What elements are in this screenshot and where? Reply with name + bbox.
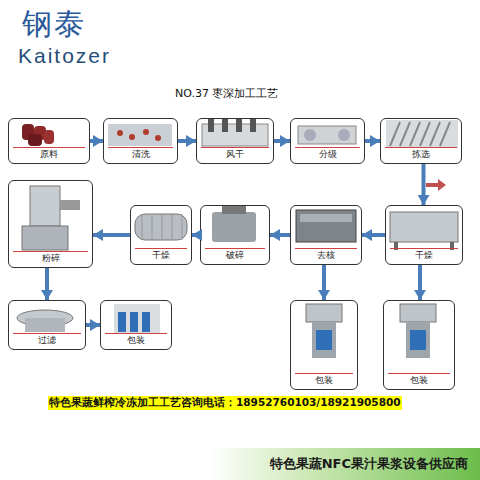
step-label: 拣选 [385, 147, 457, 160]
arrow-line [274, 139, 290, 143]
supplier-banner: 特色果蔬NFC果汁果浆设备供应商 [210, 448, 480, 480]
step-label: 粉碎 [13, 251, 88, 264]
arrow-line [422, 164, 426, 205]
flow-arrow [365, 141, 380, 142]
sieve [17, 310, 73, 332]
grader [298, 126, 356, 144]
sorter [386, 120, 458, 148]
arrow-line [362, 233, 385, 237]
flow-arrow [423, 164, 424, 205]
arrow-line [45, 268, 49, 300]
arrow-line [270, 233, 290, 237]
arrow-line [365, 139, 380, 143]
flow-arrow [274, 141, 290, 142]
arrow-line [93, 233, 130, 237]
arrow-line [86, 323, 100, 327]
arrow-line [90, 139, 103, 143]
process-box: 破碎 [200, 205, 270, 265]
process-box: 包装 [383, 300, 455, 390]
flow-arrow [93, 235, 130, 236]
diagram-title: NO.37 枣深加工工艺 [175, 86, 278, 101]
step-label: 包装 [295, 373, 353, 386]
dryer-belt [390, 212, 458, 250]
flow-arrow [324, 265, 325, 300]
process-box: 拣选 [380, 118, 462, 164]
step-label: 过滤 [13, 333, 81, 346]
air-dryer [202, 118, 268, 146]
process-box: 风干 [196, 118, 274, 164]
pitter-tank [296, 210, 356, 242]
drum-dryer [135, 214, 187, 240]
banner-text: 特色果蔬NFC果汁果浆设备供应商 [270, 455, 468, 473]
step-label: 干燥 [390, 248, 458, 261]
process-box: 包装 [290, 300, 358, 390]
flow-arrow [192, 235, 200, 236]
flow-arrow [178, 141, 196, 142]
arrow-line [178, 139, 196, 143]
step-label: 干燥 [135, 248, 187, 261]
packing-machine [306, 304, 342, 358]
red-arrow [426, 179, 446, 191]
flow-arrow [90, 141, 103, 142]
arrow-line [322, 265, 326, 300]
arrow-line [192, 233, 200, 237]
step-label: 破碎 [205, 248, 265, 261]
flow-arrow [362, 235, 385, 236]
process-box: 粉碎 [8, 180, 93, 268]
step-label: 包装 [105, 333, 167, 346]
process-box: 原料 [8, 118, 90, 164]
contact-note: 特色果蔬鲜榨冷冻加工工艺咨询电话：18952760103/18921905800 [48, 396, 402, 410]
step-label: 去核 [295, 248, 357, 261]
packing-machine [400, 304, 436, 358]
process-box: 包装 [100, 300, 172, 350]
process-box: 清洗 [103, 118, 178, 164]
flow-arrow [270, 235, 290, 236]
bottle-packer [114, 304, 160, 334]
pulverizer [22, 186, 80, 250]
brand-logo: 钢泰 [22, 4, 86, 45]
arrow-line [418, 265, 422, 300]
step-label: 清洗 [108, 147, 173, 160]
step-label: 原料 [13, 147, 85, 160]
step-label: 包装 [388, 373, 450, 386]
flow-arrow [420, 265, 421, 300]
process-box: 干燥 [130, 205, 192, 265]
raw-dates [22, 124, 54, 146]
process-box: 干燥 [385, 205, 463, 265]
process-box: 过滤 [8, 300, 86, 350]
process-box: 去核 [290, 205, 362, 265]
brand-name: Kaitozer [18, 44, 111, 68]
washer [108, 124, 172, 146]
crusher [212, 206, 256, 242]
flow-arrow [47, 268, 48, 300]
flow-arrow [86, 325, 100, 326]
step-label: 风干 [201, 147, 269, 160]
step-label: 分级 [295, 147, 360, 160]
process-box: 分级 [290, 118, 365, 164]
